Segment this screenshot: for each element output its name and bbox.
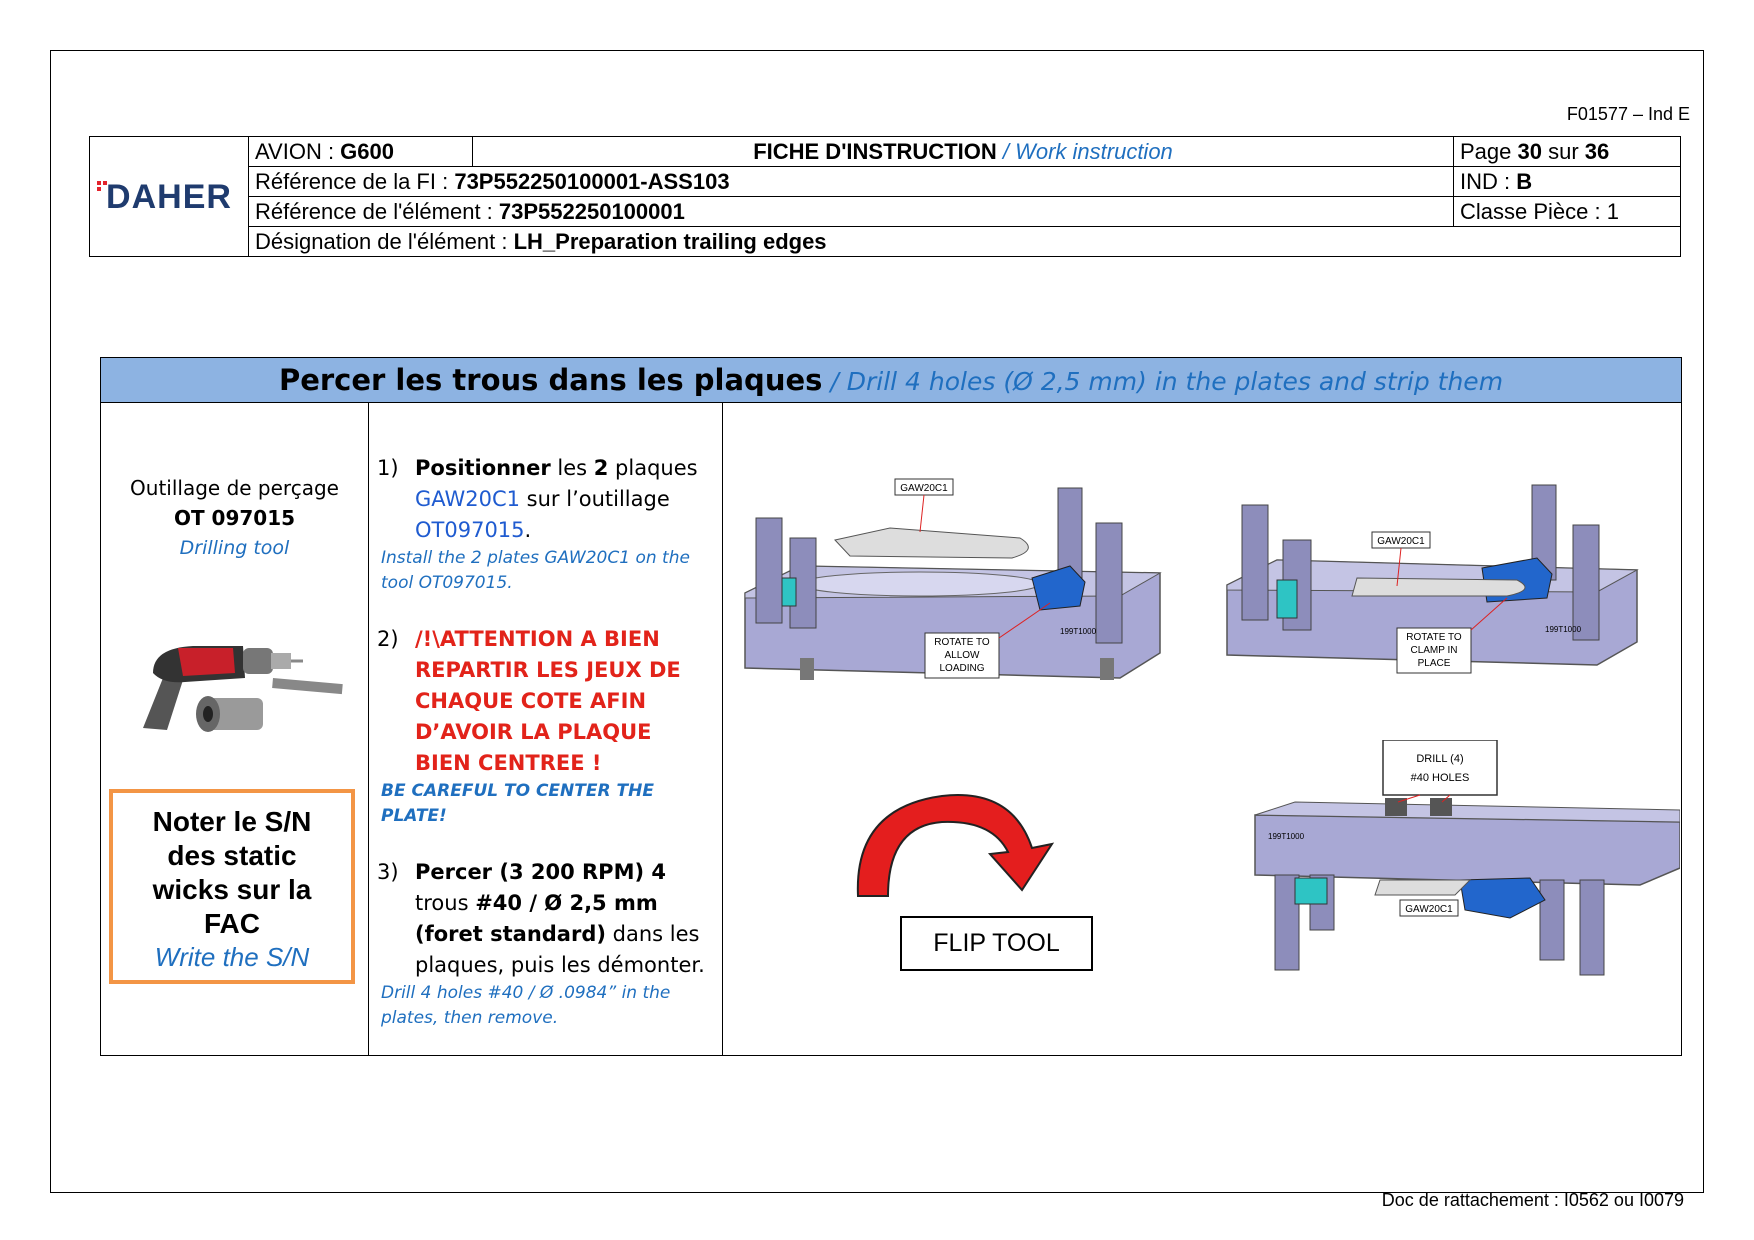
callout-drill-2: #40 HOLES bbox=[1411, 772, 1470, 784]
tool-column: Outillage de perçage OT 097015 Drilling … bbox=[101, 403, 369, 1055]
callout-gaw20c1-1: GAW20C1 bbox=[900, 483, 948, 494]
page-frame bbox=[50, 50, 1704, 1193]
tool-figure-open: GAW20C1 ROTATE TO ALLOW LOADING 199T1000 bbox=[744, 478, 1162, 680]
daher-logo: DAHER bbox=[97, 180, 232, 214]
instruction-section: Percer les trous dans les plaques / Dril… bbox=[100, 357, 1682, 1056]
ref-fi-cell: Référence de la FI : 73P552250100001-ASS… bbox=[248, 166, 1454, 197]
callout-gaw20c1-3: GAW20C1 bbox=[1405, 904, 1453, 915]
step-1-english: Install the 2 plates GAW20C1 on the tool… bbox=[381, 548, 690, 593]
callout-tool-id-2: 199T1000 bbox=[1545, 625, 1582, 634]
ref-elem-cell: Référence de l'élément : 73P552250100001 bbox=[248, 196, 1454, 227]
callout-rotate-allow-1: ROTATE TO bbox=[934, 637, 990, 648]
note-box: Noter le S/N des static wicks sur la FAC… bbox=[109, 789, 355, 984]
step-2: 2) /!\ATTENTION A BIEN REPARTIR LES JEUX… bbox=[377, 627, 681, 775]
tool-label: Outillage de perçage OT 097015 Drilling … bbox=[130, 476, 339, 559]
logo-dots-icon bbox=[97, 180, 109, 193]
avion-cell: AVION : G600 bbox=[248, 136, 473, 167]
section-title: Percer les trous dans les plaques / Dril… bbox=[101, 358, 1681, 403]
header-table: DAHER AVION : G600 FICHE D'INSTRUCTION /… bbox=[89, 136, 1681, 257]
step-3: 3) Percer (3 200 RPM) 4 trous #40 / Ø 2,… bbox=[377, 860, 705, 977]
drill-tool-icon bbox=[143, 646, 343, 732]
callout-gaw20c1-2: GAW20C1 bbox=[1377, 536, 1425, 547]
designation-cell: Désignation de l'élément : LH_Preparatio… bbox=[248, 226, 1681, 257]
footer-reference: Doc de rattachement : I0562 ou I0079 bbox=[1381, 1190, 1684, 1210]
flip-tool-label: FLIP TOOL bbox=[900, 916, 1093, 971]
callout-rotate-clamp-2: CLAMP IN bbox=[1410, 645, 1457, 656]
callout-drill-1: DRILL (4) bbox=[1416, 753, 1463, 765]
callout-rotate-clamp-3: PLACE bbox=[1418, 658, 1451, 669]
tool-figure-flipped: DRILL (4) #40 HOLES 199T1000 GAW20C1 bbox=[1254, 740, 1680, 976]
steps-column: 1) Positionner les 2 plaques GAW20C1 sur… bbox=[369, 403, 723, 1055]
step-2-english: BE CAREFUL TO CENTER THE PLATE! bbox=[381, 781, 654, 826]
doc-type-cell: FICHE D'INSTRUCTION / Work instruction bbox=[472, 136, 1454, 167]
callout-rotate-allow-3: LOADING bbox=[939, 663, 984, 674]
flip-arrow-icon bbox=[856, 794, 1055, 897]
callout-rotate-allow-2: ALLOW bbox=[944, 650, 980, 661]
logo-cell: DAHER bbox=[89, 136, 249, 257]
tool-figure-clamped: GAW20C1 ROTATE TO CLAMP IN PLACE 199T100… bbox=[1226, 484, 1639, 674]
callout-tool-id-3: 199T1000 bbox=[1268, 832, 1305, 841]
step-1: 1) Positionner les 2 plaques GAW20C1 sur… bbox=[377, 456, 698, 542]
form-reference: F01577 – Ind E bbox=[1566, 104, 1690, 124]
ind-cell: IND : B bbox=[1453, 166, 1681, 197]
page-cell: Page 30 sur 36 bbox=[1453, 136, 1681, 167]
step-3-english: Drill 4 holes #40 / Ø .0984” in the plat… bbox=[381, 983, 671, 1028]
callout-tool-id-1: 199T1000 bbox=[1060, 627, 1097, 636]
classe-cell: Classe Pièce : 1 bbox=[1453, 196, 1681, 227]
callout-rotate-clamp-1: ROTATE TO bbox=[1406, 632, 1462, 643]
